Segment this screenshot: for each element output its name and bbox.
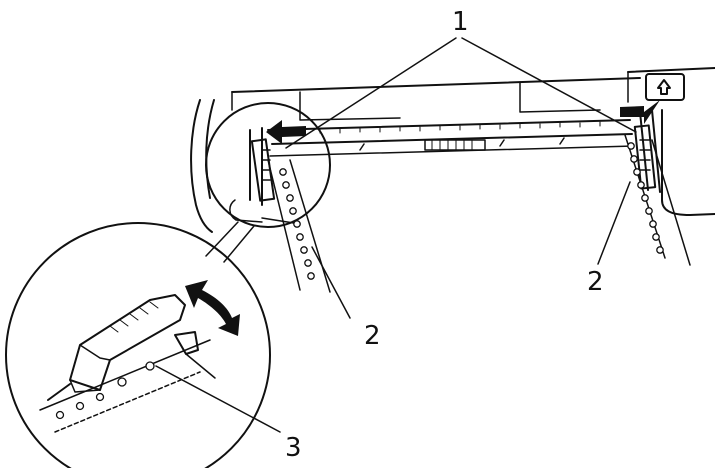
top-cover-latch [645, 73, 685, 101]
latch-arrow-icon [657, 79, 671, 95]
right-tractor [633, 124, 657, 190]
left-arrow-icon [266, 120, 306, 144]
callout-leaders [155, 37, 637, 433]
right-continuous-paper [624, 134, 691, 266]
callout-label-3: 3 [285, 433, 302, 463]
left-continuous-paper [267, 159, 331, 293]
zoom-detail [5, 222, 271, 468]
printer-body [190, 67, 715, 233]
rotate-double-arrow-icon [185, 280, 240, 336]
magnify-source-circle [205, 102, 331, 228]
callout-label-2-left: 2 [364, 321, 381, 351]
callout-label-2-right: 2 [587, 267, 604, 297]
callout-label-1: 1 [452, 7, 469, 37]
right-arrow-icon [620, 100, 660, 124]
